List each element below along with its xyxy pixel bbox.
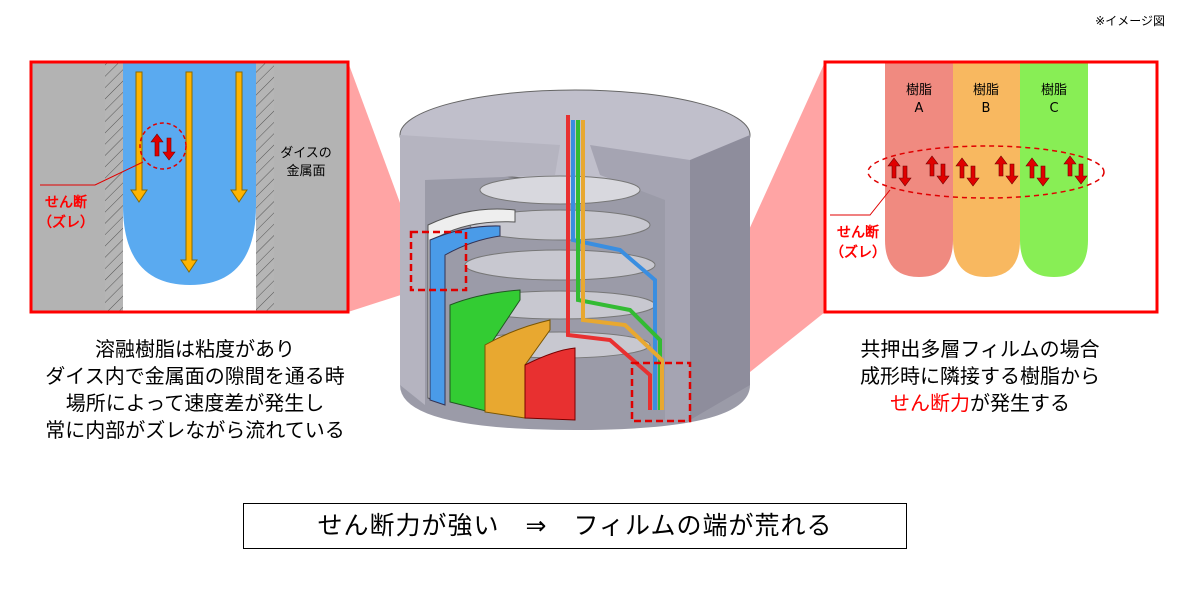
channel-orange xyxy=(581,120,664,410)
right-caption-line-1: 共押出多層フィルムの場合 xyxy=(860,337,1100,361)
image-note: ※イメージ図 xyxy=(1095,14,1165,28)
interface-shear-arrows xyxy=(887,155,1088,187)
resin-b-label-2: B xyxy=(982,101,991,116)
layer-blue xyxy=(429,225,501,406)
right-shear-label-1: せん断 xyxy=(837,224,879,241)
right-zoom-panel xyxy=(823,60,1159,314)
left-zoom-marker xyxy=(409,230,468,292)
wall-label-1: ダイスの xyxy=(280,146,332,161)
shear-leader xyxy=(40,161,144,186)
flow-arrows xyxy=(130,71,248,273)
right-shear-leader xyxy=(830,189,891,216)
shear-arrows xyxy=(150,133,176,161)
right-caption: 共押出多層フィルムの場合 成形時に隣接する樹脂から せん断力が発生する xyxy=(800,336,1160,417)
layer-red xyxy=(524,347,576,421)
right-caption-line-2: 成形時に隣接する樹脂から xyxy=(860,364,1100,388)
left-caption-line: ダイス内で金属面の隙間を通る時 xyxy=(45,364,345,388)
left-zoom-connector xyxy=(348,62,410,312)
resin-a-label-2: A xyxy=(915,101,924,116)
left-shear-label-2: （ズレ） xyxy=(38,214,94,231)
die-wall-left-hatch xyxy=(105,62,123,312)
resin-a xyxy=(885,62,953,277)
resin-c-label-2: C xyxy=(1049,101,1058,116)
resin-c xyxy=(1020,62,1088,277)
left-caption-line: 常に内部がズレながら流れている xyxy=(45,418,345,442)
shear-zone-ellipse xyxy=(867,145,1105,199)
left-caption-line: 溶融樹脂は粘度があり xyxy=(95,337,295,361)
conclusion-box: せん断力が強い ⇒ フィルムの端が荒れる xyxy=(243,503,907,549)
right-zoom-marker xyxy=(630,361,692,423)
left-caption-line: 場所によって速度差が発生し xyxy=(65,391,325,415)
left-zoom-panel xyxy=(29,60,350,314)
resin-a-label-1: 樹脂 xyxy=(906,83,932,98)
resin-b xyxy=(953,62,1020,277)
shear-force-highlight: せん断力 xyxy=(890,391,970,415)
right-caption-line-3: せん断力が発生する xyxy=(800,390,1160,417)
left-shear-label-1: せん断 xyxy=(45,194,87,211)
right-shear-label-2: （ズレ） xyxy=(830,244,886,261)
channel-red xyxy=(566,115,652,410)
left-caption: 溶融樹脂は粘度があり ダイス内で金属面の隙間を通る時 場所によって速度差が発生し… xyxy=(10,336,380,444)
right-caption-line-3-rest: が発生する xyxy=(970,391,1070,415)
channel-blue xyxy=(571,120,657,410)
shear-circle xyxy=(139,122,187,170)
wall-label-2: 金属面 xyxy=(286,163,325,179)
resin-c-label-1: 樹脂 xyxy=(1041,83,1067,98)
die-wall-right-hatch xyxy=(256,62,274,312)
die-cutaway xyxy=(399,89,751,430)
resin-b-label-1: 樹脂 xyxy=(973,83,999,98)
